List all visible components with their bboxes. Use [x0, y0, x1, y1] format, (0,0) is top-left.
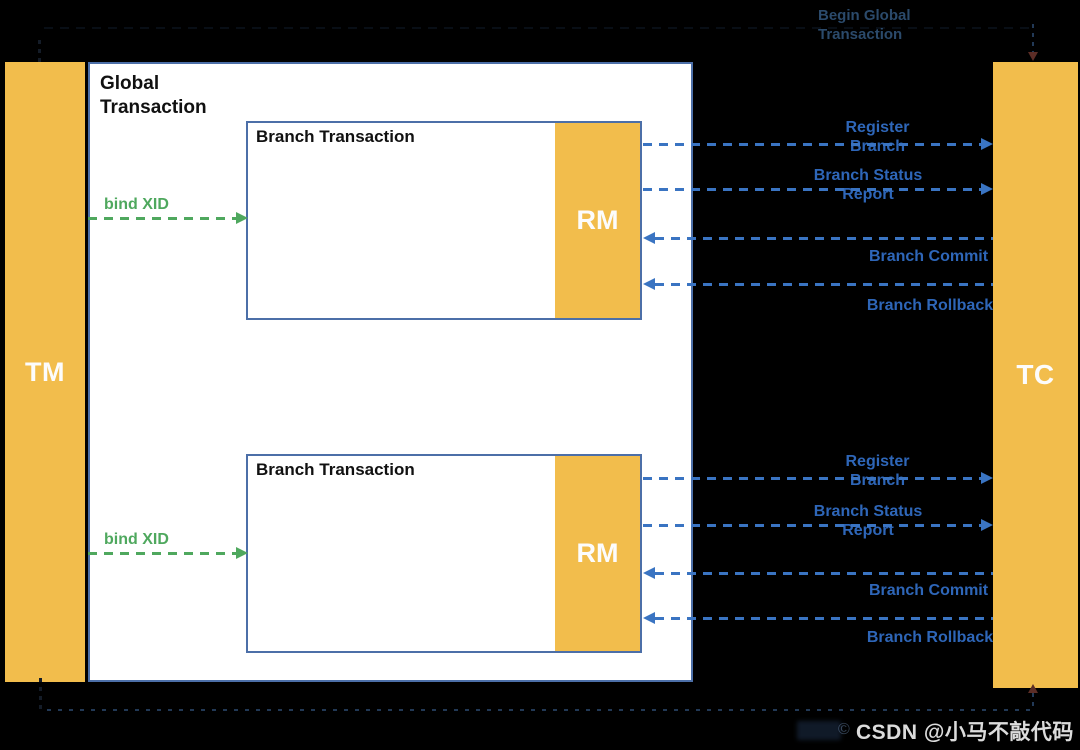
branch-status-report-arrowhead-1-icon — [981, 183, 993, 195]
tc-label: TC — [1016, 359, 1055, 390]
register-branch-arrowhead-2-icon — [981, 472, 993, 484]
tc-box: TC — [993, 62, 1078, 688]
begin-global-line2: Transaction — [818, 26, 903, 43]
branch-rollback-arrowhead-2-icon — [643, 612, 655, 624]
register-branch-label-2: Register Branch — [845, 453, 910, 489]
branch-transaction-box-1: Branch Transaction RM — [246, 121, 642, 320]
tm-bottom-connector-stub — [39, 678, 42, 710]
branch-status-report-label-2: Branch Status Report — [813, 503, 923, 539]
bind-xid-arrow-1 — [88, 217, 236, 220]
branch-transaction-box-2: Branch Transaction RM — [246, 454, 642, 653]
branch-rollback-label-2: Branch Rollback — [866, 629, 994, 646]
register-branch-label-1: Register Branch — [845, 119, 910, 155]
branch-status-report-arrow-1 — [643, 188, 983, 191]
branch-commit-arrowhead-2-icon — [643, 567, 655, 579]
rm-box-1: RM — [555, 123, 640, 318]
branch-commit-label-1: Branch Commit — [868, 248, 989, 265]
branch-status-report-arrowhead-2-icon — [981, 519, 993, 531]
branch-commit-arrow-2 — [655, 572, 993, 575]
branch-commit-label-2: Branch Commit — [868, 582, 989, 599]
csdn-watermark: CSDN @小马不敲代码 — [856, 721, 1074, 744]
tm-top-connector-stub — [38, 40, 41, 64]
faint-watermark-smudge — [797, 721, 841, 740]
tm-label: TM — [25, 356, 65, 387]
global-transaction-title: Global Transaction — [100, 73, 207, 118]
faint-copyright-glyph: © — [838, 721, 850, 738]
register-branch-arrowhead-1-icon — [981, 138, 993, 150]
begin-global-line1: Begin Global — [818, 7, 911, 24]
bind-xid-arrow-2 — [88, 552, 236, 555]
branch-status-report-arrow-2 — [643, 524, 983, 527]
register-branch-arrow-2 — [643, 477, 983, 480]
branch-transaction-title-1: Branch Transaction — [256, 127, 415, 146]
branch-commit-arrow-1 — [655, 237, 993, 240]
register-branch-arrow-1 — [643, 143, 983, 146]
begin-global-transaction-line — [44, 27, 1032, 29]
bind-xid-label-1: bind XID — [104, 196, 169, 213]
branch-rollback-label-1: Branch Rollback — [866, 297, 994, 314]
rm-box-2: RM — [555, 456, 640, 651]
bind-xid-arrowhead-2-icon — [236, 547, 248, 559]
bind-xid-arrowhead-1-icon — [236, 212, 248, 224]
commit-rollback-arrow-vertical — [1032, 693, 1034, 710]
begin-global-arrow-vertical — [1032, 24, 1034, 52]
bind-xid-label-2: bind XID — [104, 531, 169, 548]
branch-rollback-arrow-1 — [655, 283, 993, 286]
branch-transaction-title-2: Branch Transaction — [256, 460, 415, 479]
branch-status-report-label-1: Branch Status Report — [813, 167, 923, 203]
branch-rollback-arrow-2 — [655, 617, 993, 620]
branch-rollback-arrowhead-1-icon — [643, 278, 655, 290]
commit-rollback-arrowhead-icon — [1028, 684, 1038, 693]
rm-label-2: RM — [576, 538, 619, 568]
tm-box: TM — [5, 62, 85, 682]
branch-commit-arrowhead-1-icon — [643, 232, 655, 244]
rm-label-1: RM — [576, 205, 619, 235]
begin-global-arrowhead-icon — [1028, 52, 1038, 61]
commit-rollback-global-line — [47, 709, 1035, 711]
